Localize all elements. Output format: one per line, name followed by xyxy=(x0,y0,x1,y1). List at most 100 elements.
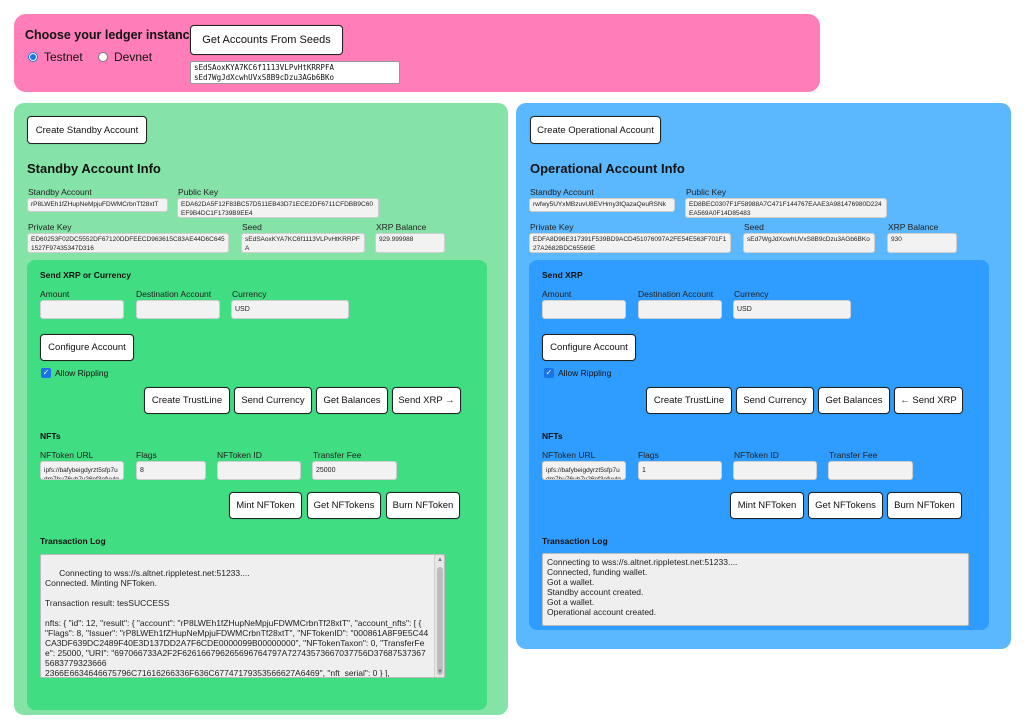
scroll-down-arrow-icon[interactable]: ▼ xyxy=(437,669,443,675)
standby-flags-input[interactable]: 8 xyxy=(136,461,206,480)
operational-send-xrp-button[interactable]: ← Send XRP xyxy=(894,387,963,414)
standby-balance-label: XRP Balance xyxy=(376,222,427,232)
standby-account-field[interactable]: rP8LWEh1fZHupNeMpjuFDWMCrbnTf28xtT xyxy=(27,198,168,212)
radio-testnet[interactable]: Testnet xyxy=(28,50,83,64)
standby-balance-field[interactable]: 929.999988 xyxy=(375,233,445,253)
standby-configure-account-button[interactable]: Configure Account xyxy=(40,334,134,361)
operational-amount-label: Amount xyxy=(542,289,572,299)
standby-pubkey-field[interactable]: EDA62DA5F12F83BC57D511EB43D71ECE2DF6711C… xyxy=(177,198,379,218)
standby-amount-input[interactable] xyxy=(40,300,124,319)
operational-account-field[interactable]: rwfwy5UYxMBzuvU8EVHmy3tQazaQeuRSNk xyxy=(529,198,675,212)
operational-burn-nftoken-button[interactable]: Burn NFToken xyxy=(887,492,962,519)
operational-balance-label: XRP Balance xyxy=(888,222,939,232)
standby-amount-label: Amount xyxy=(40,289,70,299)
operational-configure-account-button[interactable]: Configure Account xyxy=(542,334,636,361)
operational-send-currency-button[interactable]: Send Currency xyxy=(736,387,814,414)
operational-send-title: Send XRP xyxy=(542,270,583,280)
standby-flags-label: Flags xyxy=(136,450,157,460)
standby-currency-label: Currency xyxy=(232,289,267,299)
standby-inner-panel: Send XRP or Currency Amount Destination … xyxy=(27,260,487,710)
standby-log-scroll-thumb[interactable] xyxy=(437,567,443,675)
radio-testnet-label: Testnet xyxy=(44,50,83,64)
standby-panel: Create Standby Account Standby Account I… xyxy=(14,103,508,715)
operational-transfer-fee-label: Transfer Fee xyxy=(829,450,878,460)
operational-panel: Create Operational Account Operational A… xyxy=(516,103,1011,649)
operational-seed-field[interactable]: sEd7WgJdXcwhUVxS8B9cDzu3AGb6BKo xyxy=(743,233,875,253)
operational-nft-id-input[interactable] xyxy=(733,461,817,480)
operational-privkey-label: Private Key xyxy=(530,222,574,232)
standby-get-balances-button[interactable]: Get Balances xyxy=(316,387,388,414)
operational-allow-rippling-label: Allow Rippling xyxy=(558,368,612,378)
standby-nft-id-label: NFToken ID xyxy=(217,450,262,460)
get-accounts-from-seeds-button[interactable]: Get Accounts From Seeds xyxy=(190,25,343,55)
standby-seed-field[interactable]: sEdSAoxKYA7KC6f1113VLPvHtKRRPFA xyxy=(241,233,365,253)
operational-nfts-title: NFTs xyxy=(542,431,563,441)
operational-amount-input[interactable] xyxy=(542,300,626,319)
standby-privkey-field[interactable]: ED60253F02DC5552DF67120DDFEECD963615C83A… xyxy=(27,233,229,253)
standby-transaction-log[interactable]: Connecting to wss://s.altnet.rippletest.… xyxy=(40,554,445,678)
ledger-title: Choose your ledger instance: xyxy=(25,28,201,42)
standby-privkey-label: Private Key xyxy=(28,222,72,232)
operational-nft-id-label: NFToken ID xyxy=(734,450,779,460)
standby-send-xrp-button[interactable]: Send XRP → xyxy=(392,387,461,414)
operational-inner-panel: Send XRP Amount Destination Account Curr… xyxy=(529,260,989,630)
standby-allow-rippling[interactable]: ✓ Allow Rippling xyxy=(41,368,108,378)
standby-title: Standby Account Info xyxy=(27,161,161,176)
standby-pubkey-label: Public Key xyxy=(178,187,219,197)
operational-seed-label: Seed xyxy=(744,222,764,232)
radio-devnet[interactable]: Devnet xyxy=(98,50,152,64)
operational-balance-field[interactable]: 930 xyxy=(887,233,957,253)
standby-transfer-fee-input[interactable]: 25000 xyxy=(312,461,397,480)
radio-devnet-indicator[interactable] xyxy=(98,52,108,62)
radio-devnet-label: Devnet xyxy=(114,50,153,64)
standby-destination-input[interactable] xyxy=(136,300,220,319)
standby-send-title: Send XRP or Currency xyxy=(40,270,132,280)
operational-get-balances-button[interactable]: Get Balances xyxy=(818,387,890,414)
operational-destination-label: Destination Account xyxy=(638,289,714,299)
checkmark-icon[interactable]: ✓ xyxy=(41,368,51,378)
create-operational-account-button[interactable]: Create Operational Account xyxy=(530,116,661,144)
create-standby-account-button[interactable]: Create Standby Account xyxy=(27,116,147,144)
standby-seed-label: Seed xyxy=(242,222,262,232)
standby-burn-nftoken-button[interactable]: Burn NFToken xyxy=(386,492,460,519)
operational-pubkey-field[interactable]: ED8BEC0307F1F58988A7C471F144767EAAE3A981… xyxy=(685,198,887,218)
operational-currency-input[interactable]: USD xyxy=(733,300,851,319)
standby-destination-label: Destination Account xyxy=(136,289,212,299)
standby-send-currency-button[interactable]: Send Currency xyxy=(234,387,312,414)
operational-flags-label: Flags xyxy=(638,450,659,460)
scroll-up-arrow-icon[interactable]: ▲ xyxy=(437,557,443,563)
standby-get-nftokens-button[interactable]: Get NFTokens xyxy=(307,492,381,519)
standby-allow-rippling-label: Allow Rippling xyxy=(55,368,109,378)
ledger-panel: Choose your ledger instance: Testnet Dev… xyxy=(14,14,820,92)
standby-log-text: Connecting to wss://s.altnet.rippletest.… xyxy=(45,568,429,678)
standby-create-trustline-button[interactable]: Create TrustLine xyxy=(144,387,230,414)
operational-currency-label: Currency xyxy=(734,289,769,299)
standby-mint-nftoken-button[interactable]: Mint NFToken xyxy=(229,492,302,519)
operational-get-nftokens-button[interactable]: Get NFTokens xyxy=(808,492,883,519)
operational-allow-rippling[interactable]: ✓ Allow Rippling xyxy=(544,368,611,378)
standby-nft-url-input[interactable]: ipfs://bafybeigdyrzt5sfp7udm7hu76uh7y26n… xyxy=(40,461,124,480)
operational-privkey-field[interactable]: EDFA8D96E317391F539BD9ACD451076097A2FE54… xyxy=(529,233,731,253)
operational-log-title: Transaction Log xyxy=(542,536,608,546)
operational-flags-input[interactable]: 1 xyxy=(638,461,722,480)
operational-nft-url-input[interactable]: ipfs://bafybeigdyrzt5sfp7udm7hu76uh7y26n… xyxy=(542,461,626,480)
standby-nft-id-input[interactable] xyxy=(217,461,301,480)
standby-log-scrollbar[interactable]: ▲ ▼ xyxy=(434,555,444,677)
operational-transaction-log[interactable]: Connecting to wss://s.altnet.rippletest.… xyxy=(542,553,969,626)
standby-nft-url-label: NFToken URL xyxy=(40,450,94,460)
operational-destination-input[interactable] xyxy=(638,300,722,319)
seeds-textarea[interactable]: sEdSAoxKYA7KC6f1113VLPvHtKRRPFA sEd7WgJd… xyxy=(190,61,400,84)
checkmark-icon[interactable]: ✓ xyxy=(544,368,554,378)
operational-transfer-fee-input[interactable] xyxy=(828,461,913,480)
standby-nfts-title: NFTs xyxy=(40,431,61,441)
operational-pubkey-label: Public Key xyxy=(686,187,727,197)
operational-create-trustline-button[interactable]: Create TrustLine xyxy=(646,387,732,414)
standby-log-title: Transaction Log xyxy=(40,536,106,546)
operational-title: Operational Account Info xyxy=(530,161,685,176)
operational-account-label: Standby Account xyxy=(530,187,594,197)
standby-currency-input[interactable]: USD xyxy=(231,300,349,319)
operational-nft-url-label: NFToken URL xyxy=(542,450,596,460)
operational-mint-nftoken-button[interactable]: Mint NFToken xyxy=(730,492,804,519)
standby-transfer-fee-label: Transfer Fee xyxy=(313,450,362,460)
radio-testnet-indicator[interactable] xyxy=(28,52,38,62)
